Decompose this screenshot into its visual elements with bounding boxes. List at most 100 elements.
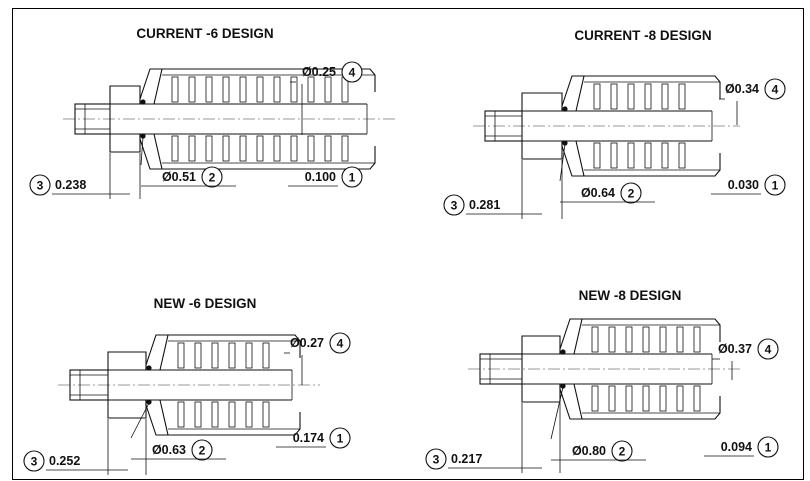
seal-dot-top — [146, 365, 152, 371]
serration-bottom — [307, 135, 315, 162]
serration-top — [307, 76, 315, 103]
hex-nut-top — [521, 335, 561, 355]
insert-length-marker — [764, 174, 786, 196]
stem-length-marker-label: 3 — [37, 179, 44, 193]
design-title: CURRENT -8 DESIGN — [574, 28, 711, 43]
seal-diameter-value: Ø0.51 — [162, 170, 196, 184]
serration-top — [608, 326, 616, 353]
seal-dot-bottom — [562, 140, 568, 146]
insert-length-value: 0.094 — [721, 440, 752, 454]
seal-dot-bottom — [140, 133, 146, 139]
serration-bottom — [676, 385, 684, 412]
stem-length-value: 0.238 — [55, 178, 86, 192]
serration-top — [256, 76, 264, 103]
seal-diameter-marker — [191, 439, 213, 461]
bore-diameter-marker-label: 4 — [772, 83, 779, 97]
serration-bottom — [205, 135, 213, 162]
serration-top — [324, 76, 332, 103]
insert-length-value: 0.174 — [293, 431, 324, 445]
stem-end — [69, 369, 109, 401]
design-title: NEW -6 DESIGN — [154, 296, 257, 311]
insert-length-marker — [341, 166, 363, 188]
serration-top — [642, 326, 650, 353]
shell-top — [582, 318, 721, 342]
serration-bottom — [608, 385, 616, 412]
design-title: NEW -8 DESIGN — [579, 288, 682, 303]
bore-diameter-value: Ø0.37 — [718, 342, 752, 356]
serration-bottom — [262, 401, 270, 428]
bore-diameter-marker — [329, 332, 351, 354]
insert-length-value: 0.030 — [728, 178, 759, 192]
bore-diameter-marker — [757, 338, 779, 360]
seal-dot-top — [562, 106, 568, 112]
insert-length-value: 0.100 — [305, 170, 336, 184]
serration-top — [625, 326, 633, 353]
serration-bottom — [591, 385, 599, 412]
serration-bottom — [177, 401, 185, 428]
seal-diameter-value: Ø0.64 — [581, 186, 615, 200]
stem-length-marker — [23, 450, 45, 472]
bore-diameter-value: Ø0.25 — [302, 65, 336, 79]
serration-top — [222, 76, 230, 103]
seal-diameter-marker — [620, 182, 642, 204]
serration-bottom — [273, 135, 281, 162]
serration-top — [228, 342, 236, 369]
shell-top — [168, 334, 301, 358]
seal-dot-top — [560, 349, 566, 355]
serration-top — [245, 342, 253, 369]
stem-end — [484, 110, 523, 142]
serration-bottom — [659, 385, 667, 412]
seal-diameter-marker — [201, 166, 223, 188]
leader-2 — [140, 136, 144, 166]
seal-diameter-marker-label: 2 — [199, 444, 206, 458]
insert-length-marker-label: 1 — [337, 432, 344, 446]
drawing-frame — [12, 8, 804, 480]
leader-2 — [550, 386, 564, 440]
bore-diameter-value: Ø0.34 — [725, 82, 759, 96]
serration-top — [644, 83, 652, 110]
seal-diameter-marker-label: 2 — [209, 171, 216, 185]
serration-top — [659, 326, 667, 353]
serration-bottom — [644, 142, 652, 169]
leader-2 — [559, 143, 566, 182]
shell-top — [162, 68, 376, 92]
collar-bottom — [561, 140, 585, 177]
hex-nut-bottom — [109, 133, 141, 153]
serration-top — [290, 76, 298, 103]
hex-nut-bottom — [521, 140, 563, 160]
stem-length-marker-label: 3 — [31, 455, 38, 469]
insert-length-marker-label: 1 — [765, 441, 772, 455]
hex-nut-bottom — [521, 383, 561, 403]
serration-top — [591, 326, 599, 353]
serration-bottom — [324, 135, 332, 162]
seal-diameter-marker-label: 2 — [628, 187, 635, 201]
serration-bottom — [593, 142, 601, 169]
seal-diameter-marker-label: 2 — [619, 445, 626, 459]
design-title: CURRENT -6 DESIGN — [136, 26, 273, 41]
insert-length-marker-label: 1 — [349, 171, 356, 185]
serration-bottom — [256, 135, 264, 162]
shell-bottom — [162, 146, 376, 170]
hex-nut-top — [521, 92, 563, 112]
hex-nut-bottom — [107, 399, 147, 419]
serration-bottom — [610, 142, 618, 169]
shell-bottom — [582, 396, 721, 420]
serration-bottom — [194, 401, 202, 428]
bore-diameter-marker-label: 4 — [349, 66, 356, 80]
serration-top — [239, 76, 247, 103]
collar-top — [561, 75, 585, 112]
shell-bottom — [584, 153, 721, 177]
bore-diameter-marker — [764, 78, 786, 100]
collar-bottom — [139, 133, 163, 170]
serration-bottom — [341, 135, 349, 162]
hex-nut-top — [107, 351, 147, 371]
bore-diameter-marker-label: 4 — [765, 343, 772, 357]
serration-top — [273, 76, 281, 103]
stem-length-marker-label: 3 — [433, 453, 440, 467]
stem-end — [479, 353, 523, 385]
serration-bottom — [171, 135, 179, 162]
serration-bottom — [625, 385, 633, 412]
